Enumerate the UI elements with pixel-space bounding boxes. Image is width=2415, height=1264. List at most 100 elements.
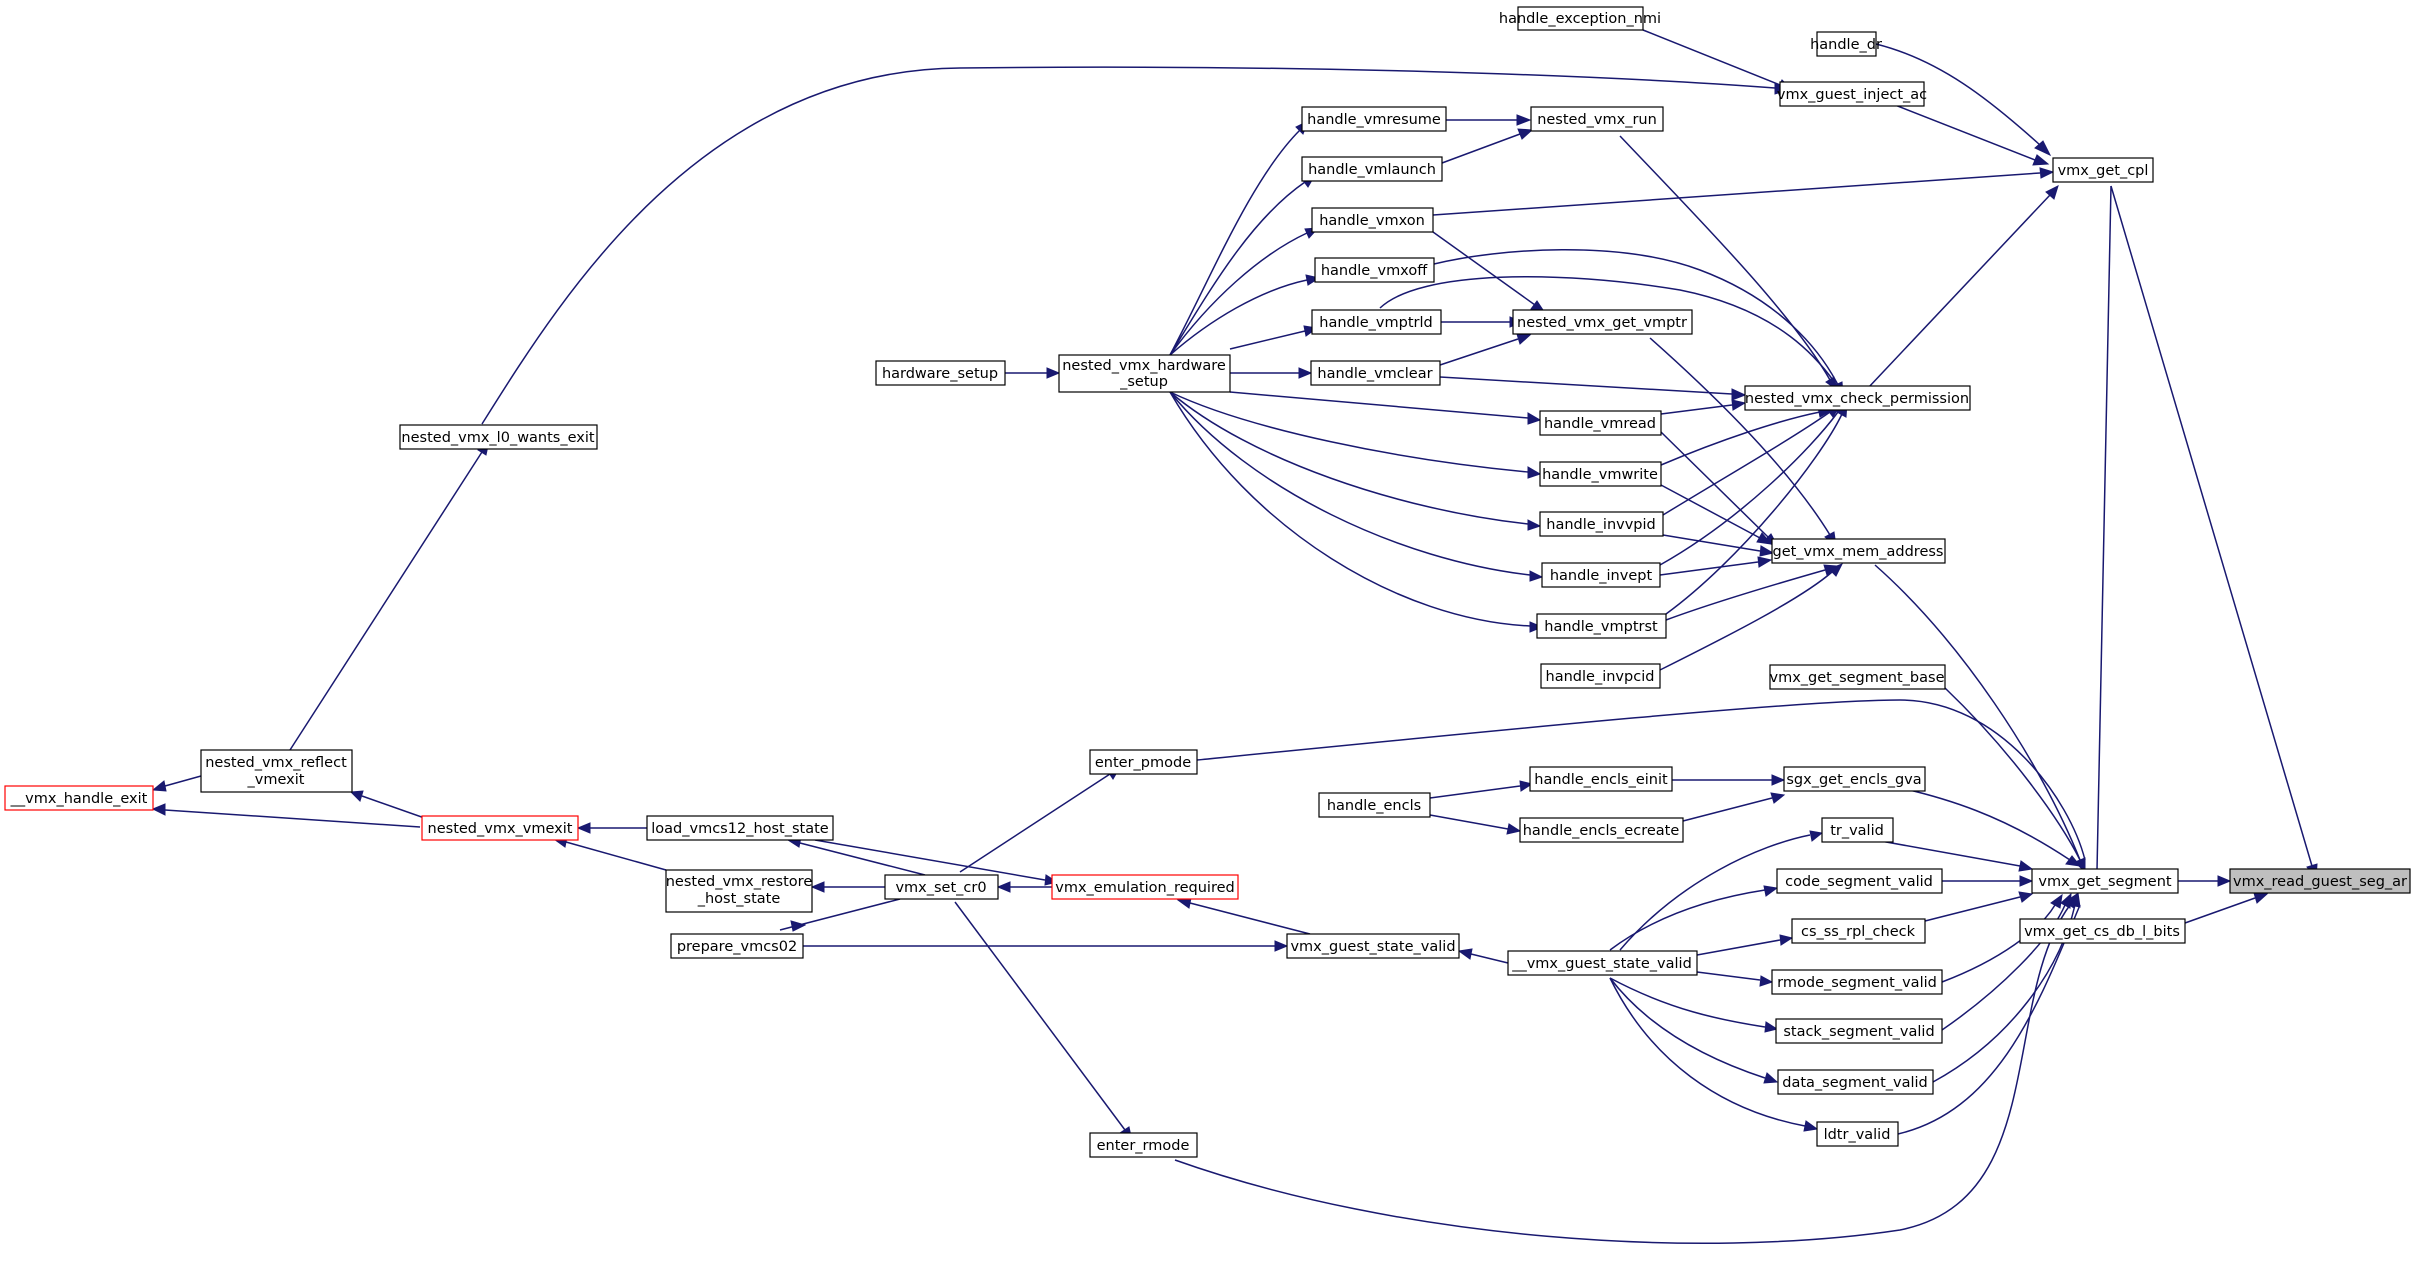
node-vmx-guest-state-valid-inner[interactable]: __vmx_guest_state_valid xyxy=(1507,950,1698,976)
graph-edges xyxy=(151,29,2318,1244)
node-label: get_vmx_mem_address xyxy=(1773,544,1944,560)
node-vmx-emulation-required[interactable]: vmx_emulation_required xyxy=(1051,874,1239,900)
node-label: tr_valid xyxy=(1830,823,1884,839)
node-cs-ss-rpl-check[interactable]: cs_ss_rpl_check xyxy=(1791,918,1926,944)
node-handle-invept[interactable]: handle_invept xyxy=(1541,562,1661,588)
node-label: vmx_get_segment xyxy=(2038,874,2172,890)
node-handle-vmlaunch[interactable]: handle_vmlaunch xyxy=(1301,156,1443,182)
node-label: __vmx_guest_state_valid xyxy=(1511,956,1692,972)
node-nested-vmx-run[interactable]: nested_vmx_run xyxy=(1530,106,1664,132)
node-label: rmode_segment_valid xyxy=(1777,975,1937,991)
node-vmx-get-segment-base[interactable]: vmx_get_segment_base xyxy=(1769,664,1946,690)
node-label: nested_vmx_l0_wants_exit xyxy=(401,430,594,446)
node-label: cs_ss_rpl_check xyxy=(1801,924,1916,940)
node-label: __vmx_handle_exit xyxy=(10,791,148,807)
node-ldtr-valid[interactable]: ldtr_valid xyxy=(1816,1121,1899,1147)
node-prepare-vmcs02[interactable]: prepare_vmcs02 xyxy=(670,933,804,959)
node-vmx-set-cr0[interactable]: vmx_set_cr0 xyxy=(884,874,999,900)
node-vmx-guest-inject-ac[interactable]: vmx_guest_inject_ac xyxy=(1777,81,1927,107)
node-label: _setup xyxy=(1119,374,1168,390)
node-label: handle_vmwrite xyxy=(1542,467,1658,483)
node-rmode-segment-valid[interactable]: rmode_segment_valid xyxy=(1771,969,1943,995)
node-vmx-get-cpl[interactable]: vmx_get_cpl xyxy=(2052,157,2154,183)
node-label: handle_invvpid xyxy=(1546,517,1656,533)
node-label: _vmexit xyxy=(247,772,305,788)
node-label: handle_exception_nmi xyxy=(1499,11,1661,27)
node-label: ldtr_valid xyxy=(1824,1127,1891,1143)
node-nested-vmx-hardware-setup[interactable]: nested_vmx_hardware _setup xyxy=(1058,354,1231,393)
node-label: handle_encls xyxy=(1327,798,1421,814)
node-load-vmcs12-host-state[interactable]: load_vmcs12_host_state xyxy=(646,815,834,841)
node-handle-encls-ecreate[interactable]: handle_encls_ecreate xyxy=(1519,817,1684,843)
node-handle-vmclear[interactable]: handle_vmclear xyxy=(1310,360,1441,386)
node-vmx-handle-exit[interactable]: __vmx_handle_exit xyxy=(4,785,154,811)
node-label: code_segment_valid xyxy=(1785,874,1933,890)
node-code-segment-valid[interactable]: code_segment_valid xyxy=(1776,868,1943,894)
node-label: handle_vmptrst xyxy=(1544,619,1658,635)
node-handle-vmwrite[interactable]: handle_vmwrite xyxy=(1539,461,1662,487)
node-label: sgx_get_encls_gva xyxy=(1786,772,1921,788)
node-handle-encls[interactable]: handle_encls xyxy=(1318,792,1431,818)
node-enter-rmode[interactable]: enter_rmode xyxy=(1089,1132,1198,1158)
node-handle-vmxoff[interactable]: handle_vmxoff xyxy=(1314,257,1435,283)
node-label: enter_pmode xyxy=(1095,755,1191,771)
node-handle-vmptrld[interactable]: handle_vmptrld xyxy=(1311,309,1442,335)
node-label: handle_vmptrld xyxy=(1319,315,1432,331)
node-label: nested_vmx_vmexit xyxy=(428,821,573,837)
node-label: data_segment_valid xyxy=(1782,1075,1928,1091)
node-vmx-get-segment[interactable]: vmx_get_segment xyxy=(2031,868,2179,894)
node-label: handle_encls_einit xyxy=(1534,772,1668,788)
node-label: handle_vmxon xyxy=(1319,213,1425,229)
node-nested-vmx-check-permission[interactable]: nested_vmx_check_permission xyxy=(1744,385,1971,411)
node-label: vmx_emulation_required xyxy=(1055,880,1234,896)
node-label: _host_state xyxy=(697,891,781,907)
node-hardware-setup[interactable]: hardware_setup xyxy=(875,360,1006,386)
node-handle-invpcid[interactable]: handle_invpcid xyxy=(1540,663,1661,689)
node-handle-encls-einit[interactable]: handle_encls_einit xyxy=(1529,766,1673,792)
node-label: hardware_setup xyxy=(882,366,998,382)
node-label: vmx_set_cr0 xyxy=(895,880,986,896)
node-handle-exception-nmi[interactable]: handle_exception_nmi xyxy=(1499,6,1661,31)
node-handle-vmresume[interactable]: handle_vmresume xyxy=(1301,106,1447,132)
node-handle-invvpid[interactable]: handle_invvpid xyxy=(1539,511,1664,537)
node-enter-pmode[interactable]: enter_pmode xyxy=(1089,749,1198,775)
node-label: vmx_get_segment_base xyxy=(1769,670,1944,686)
node-nested-vmx-reflect-vmexit[interactable]: nested_vmx_reflect _vmexit xyxy=(200,749,353,793)
node-get-vmx-mem-address[interactable]: get_vmx_mem_address xyxy=(1771,538,1946,564)
node-label: nested_vmx_hardware xyxy=(1062,358,1226,374)
node-label: handle_vmclear xyxy=(1317,366,1432,382)
node-label: nested_vmx_run xyxy=(1537,112,1657,128)
node-label: handle_invpcid xyxy=(1546,669,1655,685)
node-handle-vmxon[interactable]: handle_vmxon xyxy=(1311,207,1434,233)
node-handle-dr[interactable]: handle_dr xyxy=(1810,31,1882,57)
node-label: handle_invept xyxy=(1550,568,1653,584)
node-vmx-read-guest-seg-ar[interactable]: vmx_read_guest_seg_ar xyxy=(2229,868,2411,894)
graph-nodes: handle_exception_nmi handle_dr vmx_guest… xyxy=(4,6,2411,1158)
node-label: vmx_guest_inject_ac xyxy=(1777,87,1927,103)
node-label: nested_vmx_check_permission xyxy=(1745,391,1969,407)
node-label: prepare_vmcs02 xyxy=(677,939,797,955)
node-nested-vmx-l0-wants-exit[interactable]: nested_vmx_l0_wants_exit xyxy=(399,424,598,450)
node-vmx-guest-state-valid[interactable]: vmx_guest_state_valid xyxy=(1286,933,1460,959)
node-nested-vmx-vmexit[interactable]: nested_vmx_vmexit xyxy=(421,815,579,841)
node-tr-valid[interactable]: tr_valid xyxy=(1821,817,1894,843)
node-label: handle_vmresume xyxy=(1307,112,1441,128)
node-label: stack_segment_valid xyxy=(1783,1024,1934,1040)
node-handle-vmread[interactable]: handle_vmread xyxy=(1539,410,1662,436)
node-nested-vmx-restore-host-state[interactable]: nested_vmx_restore _host_state xyxy=(665,869,813,913)
node-label: handle_vmread xyxy=(1544,416,1656,432)
node-stack-segment-valid[interactable]: stack_segment_valid xyxy=(1775,1018,1943,1044)
node-sgx-get-encls-gva[interactable]: sgx_get_encls_gva xyxy=(1783,766,1926,792)
node-vmx-get-cs-db-l-bits[interactable]: vmx_get_cs_db_l_bits xyxy=(2019,918,2186,944)
node-data-segment-valid[interactable]: data_segment_valid xyxy=(1777,1069,1934,1095)
node-nested-vmx-get-vmptr[interactable]: nested_vmx_get_vmptr xyxy=(1512,309,1693,335)
node-label: nested_vmx_get_vmptr xyxy=(1517,315,1687,331)
node-label: handle_encls_ecreate xyxy=(1523,823,1680,839)
node-handle-vmptrst[interactable]: handle_vmptrst xyxy=(1536,613,1667,639)
node-label: handle_vmxoff xyxy=(1321,263,1428,279)
node-label: vmx_read_guest_seg_ar xyxy=(2233,874,2407,890)
node-label: vmx_guest_state_valid xyxy=(1290,939,1455,955)
node-label: nested_vmx_restore xyxy=(666,874,813,890)
node-label: load_vmcs12_host_state xyxy=(651,821,829,837)
